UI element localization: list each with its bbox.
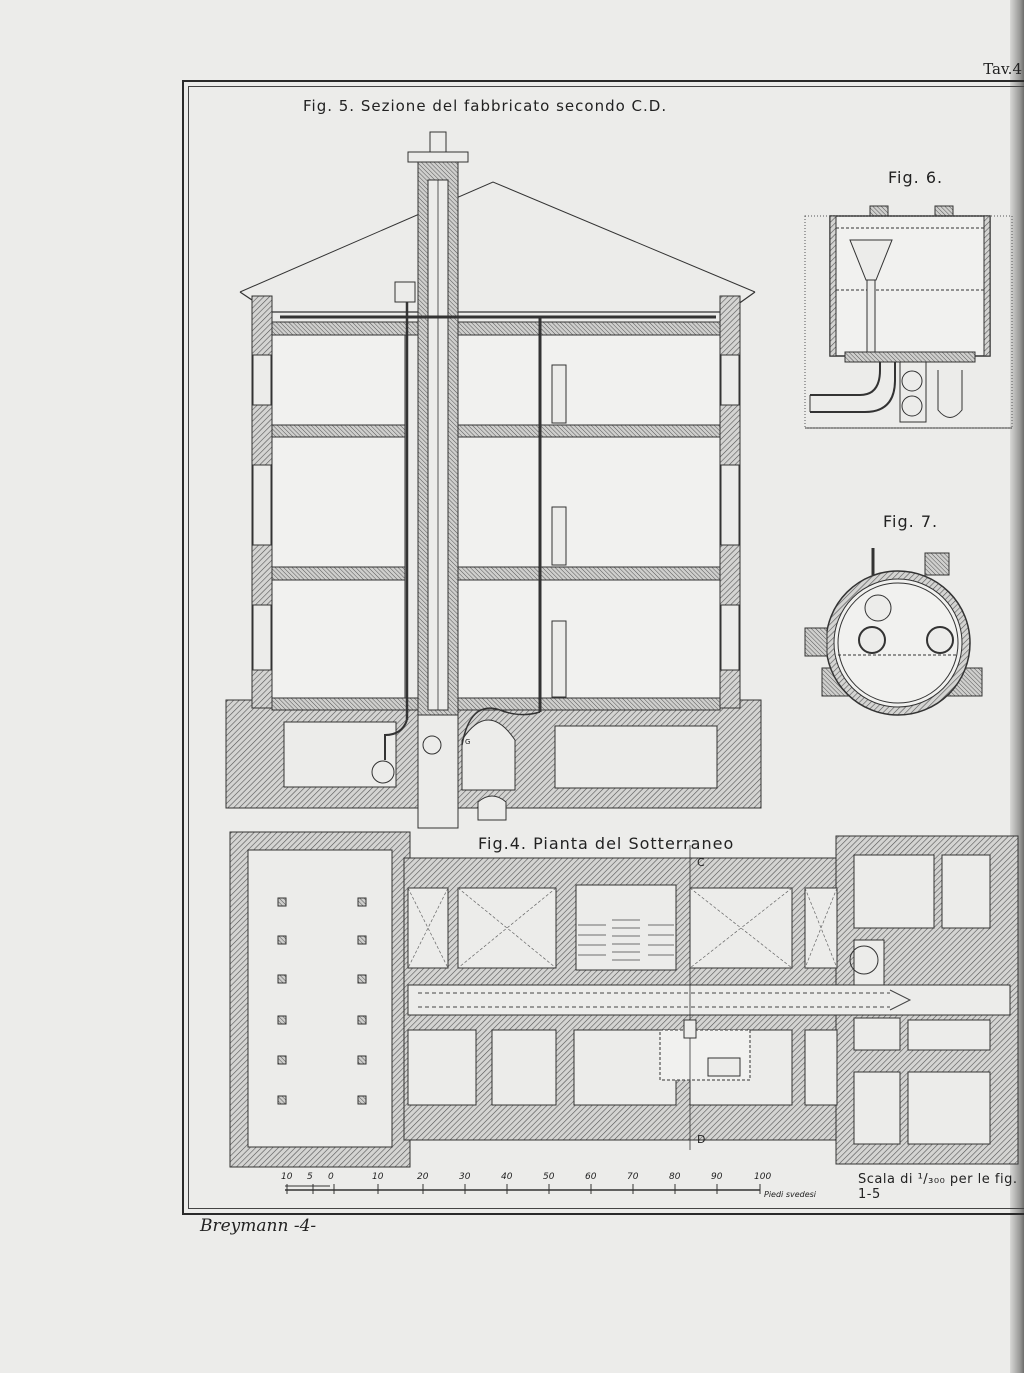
- signature: Breymann -4-: [200, 1216, 317, 1236]
- fig5-title: Fig. 5. Sezione del fabbricato secondo C…: [303, 97, 668, 115]
- scale-bar: [285, 1184, 761, 1194]
- fig7-boiler-plan: [804, 548, 983, 716]
- scale-tick-label: 5: [307, 1172, 313, 1182]
- scale-tick-label: 80: [669, 1172, 681, 1182]
- scale-tick-label: 0: [328, 1172, 334, 1182]
- plate-inner-frame: [188, 86, 1024, 1209]
- section-mark-g: G: [465, 738, 472, 746]
- scale-tick-label: 70: [627, 1172, 639, 1182]
- scale-tick-label: 90: [711, 1172, 723, 1182]
- scale-tick-label: 40: [501, 1172, 513, 1182]
- fig7-title: Fig. 7.: [883, 512, 939, 531]
- scale-caption: Scala di ¹/₃₀₀ per le fig. 1-5: [858, 1172, 1018, 1202]
- scale-tick-label: 100: [754, 1172, 772, 1182]
- scale-tick-label: 50: [543, 1172, 555, 1182]
- fig4-title: Fig.4. Pianta del Sotterraneo: [476, 834, 737, 853]
- scale-tick-label: 20: [417, 1172, 429, 1182]
- scale-unit: Piedi svedesi: [764, 1190, 817, 1199]
- scale-tick-label: 10: [372, 1172, 384, 1182]
- plate-number: Tav.4: [983, 60, 1022, 78]
- scale-tick-label: 30: [459, 1172, 471, 1182]
- scale-tick-label: 60: [585, 1172, 597, 1182]
- section-mark-c: C: [697, 856, 706, 869]
- fig4-basement-plan: [229, 831, 1019, 1168]
- fig6-title: Fig. 6.: [888, 168, 944, 187]
- plate-frame: [182, 80, 1024, 1215]
- fig5-section-drawing: [225, 131, 762, 829]
- scale-tick-label: 10: [281, 1172, 293, 1182]
- fig6-boiler-section: [804, 205, 1013, 429]
- section-mark-d: D: [697, 1133, 707, 1146]
